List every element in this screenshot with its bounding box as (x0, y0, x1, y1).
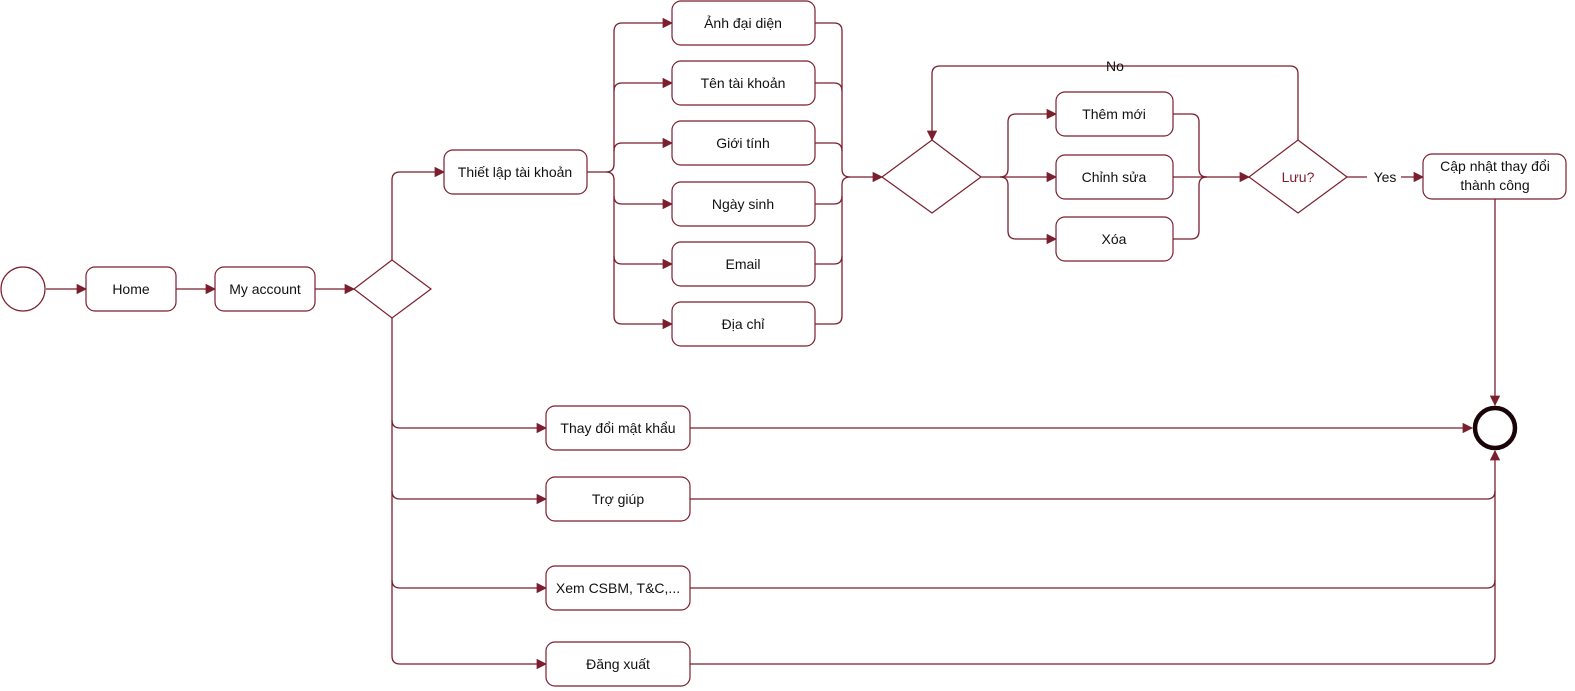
edge-to-birthday (613, 195, 674, 210)
edge-account-name-merge (815, 82, 843, 92)
node-help: Trợ giúp (545, 476, 691, 522)
node-birthday-label: Ngày sinh (712, 196, 774, 212)
edge-decision2-split (981, 113, 1017, 178)
node-add-new: Thêm mới (1055, 91, 1174, 137)
node-my-account: My account (214, 266, 316, 312)
edge-decision-policies (391, 579, 548, 594)
node-edit-label: Chỉnh sửa (1082, 169, 1147, 185)
decision-edit-type (880, 139, 983, 214)
node-account-name-label: Tên tài khoản (701, 75, 786, 91)
edge-to-gender (613, 137, 674, 152)
edge-decision-change-password (391, 419, 548, 434)
node-avatar: Ảnh đại diện (671, 0, 816, 46)
node-delete-label: Xóa (1102, 231, 1127, 247)
node-change-password: Thay đổi mật khẩu (545, 405, 691, 451)
node-add-new-label: Thêm mới (1082, 106, 1146, 122)
edge-settings-split (587, 22, 623, 173)
node-account-settings-label: Thiết lập tài khoản (458, 164, 572, 180)
node-logout-label: Đăng xuất (586, 656, 650, 672)
edge-help-end (690, 490, 1496, 500)
node-avatar-label: Ảnh đại diện (704, 15, 782, 31)
edge-logout-end (690, 449, 1501, 665)
node-gender: Giới tính (671, 120, 816, 166)
edge-policies-end (690, 579, 1496, 589)
node-birthday: Ngày sinh (671, 181, 816, 227)
node-update-success: Cập nhật thay đổi thành công (1422, 153, 1567, 200)
node-update-success-line1: Cập nhật thay đổi (1440, 158, 1550, 174)
edge-to-account-name (613, 77, 674, 92)
edge-decision-help (391, 490, 548, 505)
node-home-label: Home (112, 281, 150, 297)
decision-save: Lưu? (1247, 139, 1349, 214)
node-view-policies-label: Xem CSBM, T&C,... (556, 580, 680, 596)
edge-decision2-split-down (999, 176, 1017, 240)
edge-avatar-merge (815, 22, 851, 178)
edge-gender-merge (815, 142, 843, 152)
edge-label-no: No (1106, 58, 1124, 74)
edge-to-email (613, 255, 674, 270)
edge-delete-merge (1173, 176, 1208, 240)
node-help-label: Trợ giúp (592, 491, 644, 507)
node-logout: Đăng xuất (545, 641, 691, 687)
node-view-policies: Xem CSBM, T&C,... (545, 565, 691, 611)
edges (46, 17, 1501, 670)
edge-add-new-merge (1173, 113, 1208, 178)
decision-save-label: Lưu? (1282, 169, 1315, 185)
decision-main (353, 259, 433, 319)
node-home: Home (85, 266, 177, 312)
node-change-password-label: Thay đổi mật khẩu (560, 420, 675, 436)
node-gender-label: Giới tính (716, 135, 770, 151)
edge-decision-trunk (391, 318, 401, 665)
node-email-label: Email (725, 256, 760, 272)
node-address: Địa chỉ (671, 301, 816, 347)
edge-settings-split-down (605, 171, 623, 325)
edge-decision-account-settings (391, 166, 446, 260)
edge-save-no-loop (926, 65, 1299, 142)
edge-label-yes: Yes (1374, 169, 1397, 185)
node-account-settings: Thiết lập tài khoản (443, 149, 588, 195)
node-update-success-line2: thành công (1460, 177, 1529, 193)
end-node (1472, 405, 1518, 451)
edge-address-merge (815, 176, 851, 325)
node-delete: Xóa (1055, 216, 1174, 262)
edge-label-yes-bg (1367, 168, 1401, 186)
node-account-name: Tên tài khoản (671, 60, 816, 106)
edge-birthday-merge (815, 195, 843, 205)
node-email: Email (671, 241, 816, 287)
node-edit: Chỉnh sửa (1055, 154, 1174, 200)
start-node (0, 266, 46, 312)
edge-email-merge (815, 255, 843, 265)
node-address-label: Địa chỉ (722, 316, 766, 332)
node-my-account-label: My account (229, 281, 301, 297)
